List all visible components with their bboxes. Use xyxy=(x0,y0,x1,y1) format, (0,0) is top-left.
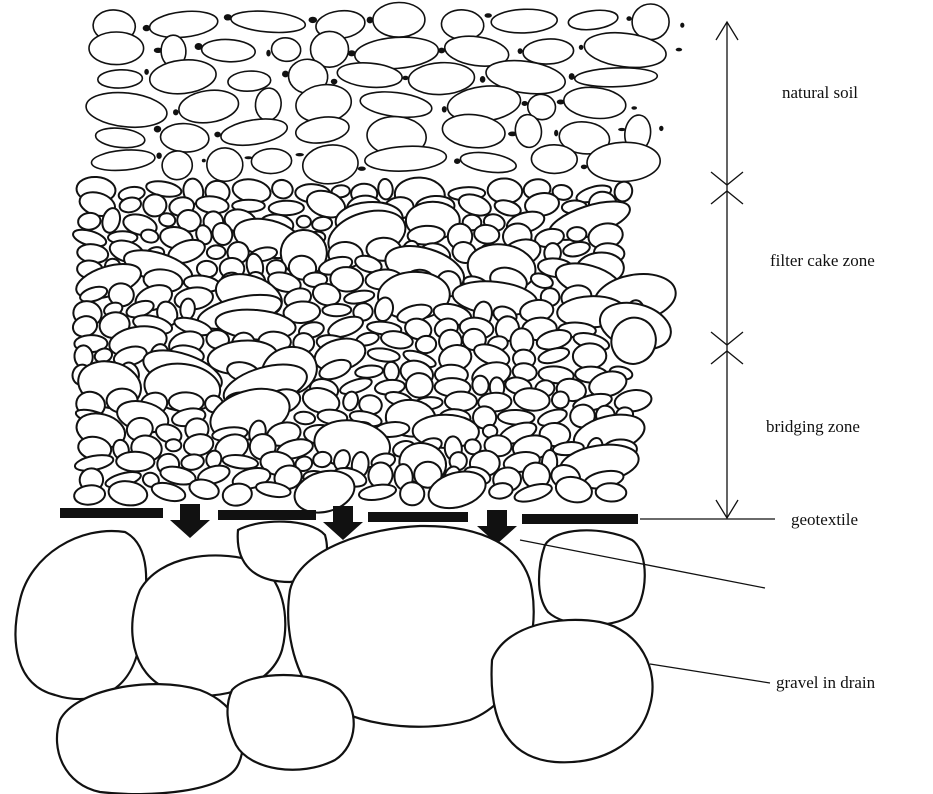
soil-grain xyxy=(676,48,682,52)
soil-pebble xyxy=(567,8,619,33)
soil-pebble xyxy=(567,227,587,242)
soil-grain xyxy=(214,132,221,138)
soil-pebble xyxy=(270,36,301,62)
soil-pebble xyxy=(73,484,106,506)
soil-pebble xyxy=(471,375,489,396)
geotextile-segment xyxy=(368,512,468,522)
label-bridging-zone: bridging zone xyxy=(766,417,860,436)
soil-pebble xyxy=(488,482,514,501)
label-natural-soil: natural soil xyxy=(782,83,858,102)
soil-pebble xyxy=(294,411,316,426)
soil-grain xyxy=(485,13,492,18)
soil-pebble xyxy=(294,114,351,146)
soil-pebble xyxy=(400,482,425,506)
soil-grain xyxy=(554,130,558,137)
soil-pebble xyxy=(107,479,149,508)
soil-grain xyxy=(581,165,587,170)
soil-pebble xyxy=(572,343,606,370)
soil-pebble xyxy=(89,32,144,65)
soil-grain xyxy=(144,69,149,75)
gravel-stone xyxy=(16,531,147,699)
soil-pebble xyxy=(491,8,558,34)
soil-pebble xyxy=(373,2,426,38)
soil-pebble xyxy=(206,147,244,182)
soil-grain xyxy=(154,126,161,133)
soil-pebble xyxy=(77,212,101,231)
soil-pebble xyxy=(367,347,401,364)
soil-pebble xyxy=(206,245,226,260)
geotextile-segment xyxy=(522,514,638,524)
soil-pebble xyxy=(595,483,626,502)
soil-pebble xyxy=(84,89,168,131)
gravel-leader-line xyxy=(650,664,770,683)
soil-grain xyxy=(579,45,584,50)
soil-grain xyxy=(358,167,366,171)
soil-grain xyxy=(296,153,304,156)
soil-pebble xyxy=(301,142,360,186)
soil-pebble xyxy=(355,364,384,379)
soil-pebble xyxy=(270,177,295,201)
soil-pebble xyxy=(148,8,219,40)
soil-pebble xyxy=(311,216,333,233)
soil-pebble xyxy=(160,149,194,182)
label-geotextile: geotextile xyxy=(791,510,858,529)
zone-dimension-line xyxy=(711,22,743,518)
label-filter-cake-zone: filter cake zone xyxy=(770,251,875,270)
soil-pebble xyxy=(160,122,210,153)
soil-grain xyxy=(631,106,637,109)
soil-grain xyxy=(522,101,528,106)
flow-down-arrow xyxy=(170,504,210,538)
soil-pebble xyxy=(201,38,256,63)
soil-grain xyxy=(331,79,338,85)
gravel-stone xyxy=(539,530,645,625)
soil-grain xyxy=(202,159,206,163)
soil-pebble xyxy=(91,148,156,173)
soil-pebble xyxy=(116,451,155,471)
soil-grain xyxy=(626,16,631,21)
soil-pebble xyxy=(230,8,306,35)
soil-grain xyxy=(480,76,486,83)
geotextile-segment xyxy=(60,508,163,518)
soil-pebble xyxy=(531,144,577,173)
soil-pebble xyxy=(574,66,657,88)
gravel-in-drain-zone xyxy=(16,522,653,794)
soil-grain xyxy=(518,48,523,54)
soil-pebble xyxy=(322,304,351,317)
soil-pebble xyxy=(97,69,142,89)
soil-pebble xyxy=(254,87,283,122)
soil-grain xyxy=(680,23,684,28)
soil-pebble xyxy=(377,178,393,200)
soil-pebble xyxy=(269,200,304,215)
soil-grain xyxy=(442,106,447,112)
soil-pebble xyxy=(165,439,181,452)
soil-pebble xyxy=(219,115,289,150)
soil-pebble xyxy=(445,392,477,411)
geotextile-segment xyxy=(218,510,316,520)
soil-pebble xyxy=(459,149,517,175)
soil-pebble xyxy=(95,126,146,150)
soil-grain xyxy=(309,17,318,23)
soil-grain xyxy=(402,76,408,80)
soil-grain xyxy=(266,50,270,57)
filter-cake-bridging-zone xyxy=(70,176,679,519)
natural-soil-zone xyxy=(84,2,684,186)
gravel-stone xyxy=(57,684,243,794)
label-gravel-in-drain: gravel in drain xyxy=(776,673,876,692)
soil-grain xyxy=(659,126,663,131)
soil-grain xyxy=(173,109,179,115)
gravel-stone xyxy=(492,620,653,762)
soil-grain xyxy=(156,153,161,159)
soil-pebble xyxy=(383,361,399,381)
soil-pebble xyxy=(251,148,292,174)
gravel-stone xyxy=(227,675,353,770)
soil-grain xyxy=(569,73,575,80)
soil-pebble xyxy=(312,451,332,469)
soil-pebble xyxy=(297,216,311,228)
soil-pebble xyxy=(562,84,627,121)
soil-grain xyxy=(454,158,460,164)
